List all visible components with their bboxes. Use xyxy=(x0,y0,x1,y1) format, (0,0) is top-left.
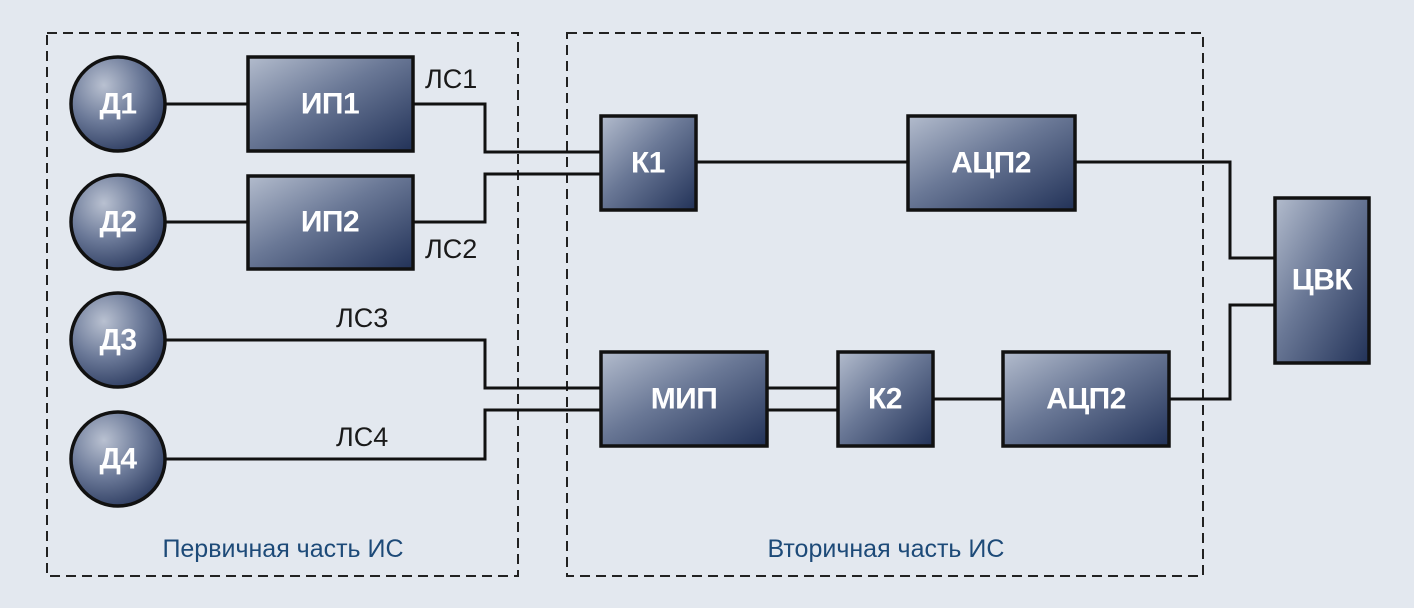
sensor-d2: Д2 xyxy=(69,173,167,271)
wire-lc3 xyxy=(165,338,601,390)
converter-ip2: ИП2 xyxy=(246,174,415,271)
block-cvk: ЦВК xyxy=(1273,196,1371,365)
block-k1-label: К1 xyxy=(631,147,665,180)
line-label-lc3: ЛС3 xyxy=(336,303,388,333)
block-mip-label: МИП xyxy=(651,383,718,416)
sensor-d3-label: Д3 xyxy=(99,324,136,357)
block-cvk-label: ЦВК xyxy=(1292,264,1354,297)
primary-part-caption: Первичная часть ИС xyxy=(162,535,403,563)
secondary-part-caption: Вторичная часть ИС xyxy=(768,535,1005,563)
block-k1: К1 xyxy=(599,114,698,212)
line-label-lc4: ЛС4 xyxy=(336,422,388,452)
block-k2-label: К2 xyxy=(868,383,902,416)
sensor-d1-label: Д1 xyxy=(99,88,136,121)
wires xyxy=(165,102,1275,461)
block-adc-bottom: АЦП2 xyxy=(1001,350,1171,448)
primary-part-frame xyxy=(46,32,519,577)
line-label-lc2: ЛС2 xyxy=(425,234,477,264)
secondary-part-frame xyxy=(566,32,1204,577)
block-k2: К2 xyxy=(836,350,935,448)
block-adc-top: АЦП2 xyxy=(906,114,1077,212)
line-label-lc1: ЛС1 xyxy=(425,64,477,94)
sensor-d2-label: Д2 xyxy=(99,206,136,239)
converter-ip2-label: ИП2 xyxy=(301,206,359,239)
converter-ip1-label: ИП1 xyxy=(301,88,359,121)
sensor-d3: Д3 xyxy=(69,291,167,389)
sensor-d4: Д4 xyxy=(69,410,167,508)
converter-ip1: ИП1 xyxy=(246,55,415,153)
block-adc-bottom-label: АЦП2 xyxy=(1046,383,1126,416)
sensor-d1: Д1 xyxy=(69,55,167,153)
wire-lc1 xyxy=(413,102,601,154)
block-adc-top-label: АЦП2 xyxy=(951,147,1031,180)
wire-lc4 xyxy=(165,408,601,461)
wire-adc-top-cvk xyxy=(1075,160,1275,260)
wire-lc2 xyxy=(413,172,601,224)
block-mip: МИП xyxy=(599,350,769,448)
sensor-d4-label: Д4 xyxy=(99,443,137,476)
wire-adc-bottom-cvk xyxy=(1169,303,1275,401)
